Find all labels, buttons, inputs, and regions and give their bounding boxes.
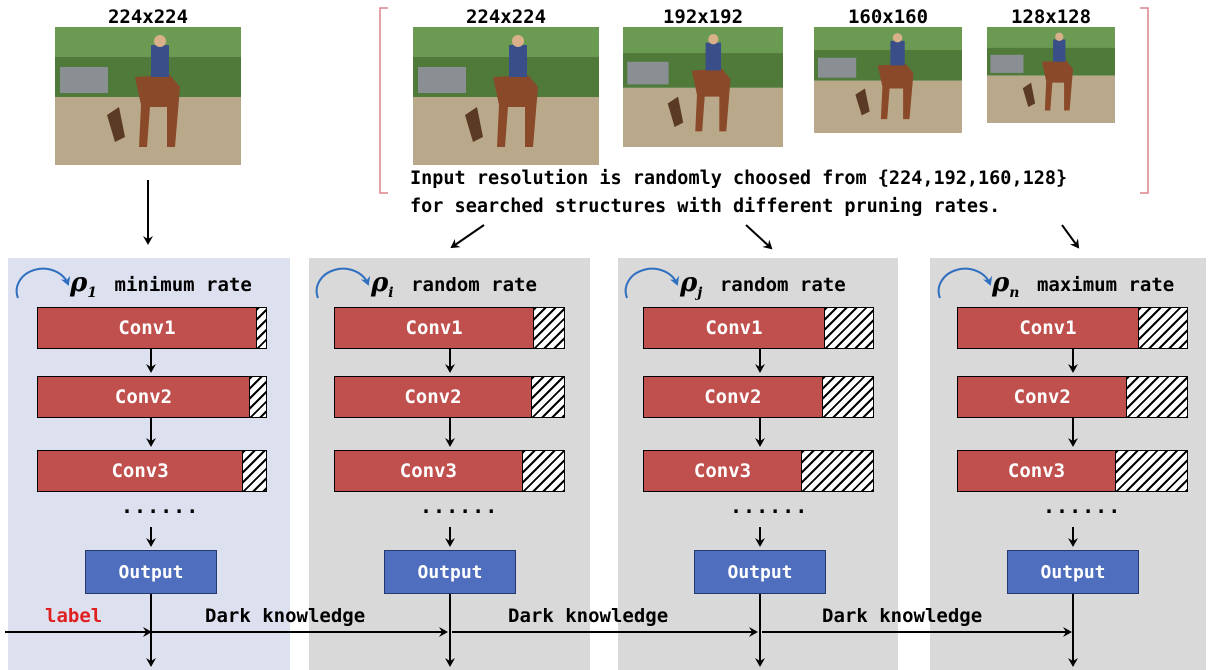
conv-layer-3: Conv3 [334,450,565,492]
pruned-channels [243,451,266,491]
conv-layer-label: Conv1 [644,308,825,348]
rho-symbol: ρ1 [70,268,98,302]
top-input-2-resolution: 192x192 [662,6,744,28]
top-input-1-resolution: 224x224 [465,6,547,28]
conv-layer-1: Conv1 [37,307,267,349]
conv-layer-2: Conv2 [37,376,267,418]
pruned-channels [824,308,873,348]
label-text: label [45,605,103,627]
conv-layer-3: Conv3 [957,450,1188,492]
bracket-left [379,7,388,194]
conv-layer-label: Conv2 [644,377,823,417]
caption-line-2: for searched structures with different p… [410,196,1001,217]
top-input-2-photo [623,27,783,147]
pruned-channels [534,308,564,348]
top-input-1-photo [413,27,599,165]
conv-layer-2: Conv2 [957,376,1188,418]
ellipsis: ...... [420,494,499,518]
rate-label: maximum rate [1036,274,1175,296]
panel-header: ρi random rate [371,268,537,301]
conv-layer-label: Conv3 [38,451,244,491]
conv-layer-label: Conv2 [335,377,532,417]
output-box: Output [85,550,217,594]
left-input-photo [55,27,241,165]
caption-line-1: Input resolution is randomly choosed fro… [410,168,1068,189]
conv-layer-label: Conv2 [958,377,1128,417]
output-box: Output [694,550,826,594]
top-input-3-resolution: 160x160 [847,6,929,28]
pruned-channels [1138,308,1187,348]
pruned-channels [531,377,564,417]
ellipsis: ...... [121,494,200,518]
dark-knowledge-3: Dark knowledge [822,605,983,627]
conv-layer-label: Conv1 [38,308,257,348]
caption-arrow-2 [745,224,773,250]
dark-knowledge-2: Dark knowledge [508,605,669,627]
top-input-3-photo [814,27,962,133]
conv-layer-2: Conv2 [334,376,565,418]
conv-layer-3: Conv3 [37,450,267,492]
caption-arrow-3 [1061,224,1080,249]
panel-header: ρn maximum rate [992,268,1174,301]
rate-label: random rate [411,274,537,296]
bracket-right [1140,7,1149,194]
ellipsis: ...... [730,494,809,518]
pruned-channels [1127,377,1187,417]
resolution-caption: Input resolution is randomly choosed fro… [410,165,1067,221]
rho-symbol: ρi [371,268,394,302]
pruned-channels [1116,451,1187,491]
dark-knowledge-1: Dark knowledge [205,605,366,627]
conv-layer-label: Conv1 [958,308,1139,348]
top-input-4-resolution: 128x128 [1010,6,1092,28]
output-box: Output [1007,550,1139,594]
conv-layer-label: Conv1 [335,308,535,348]
conv-layer-3: Conv3 [643,450,874,492]
pruned-channels [256,308,266,348]
top-input-4-photo [987,27,1115,123]
pruned-channels [522,451,564,491]
panel-header: ρ1 minimum rate [70,268,252,301]
pruned-channels [250,377,266,417]
conv-layer-label: Conv3 [958,451,1116,491]
panel-header: ρj random rate [680,268,846,301]
rate-label: minimum rate [114,274,252,296]
conv-layer-1: Conv1 [334,307,565,349]
rho-symbol: ρj [680,268,703,302]
conv-layer-label: Conv2 [38,377,251,417]
output-box: Output [384,550,516,594]
pruned-channels [822,377,873,417]
conv-layer-2: Conv2 [643,376,874,418]
pruned-channels [802,451,873,491]
conv-layer-label: Conv3 [335,451,523,491]
conv-layer-1: Conv1 [957,307,1188,349]
rho-symbol: ρn [992,268,1020,302]
conv-layer-label: Conv3 [644,451,802,491]
caption-arrow-1 [450,224,485,249]
ellipsis: ...... [1043,494,1122,518]
rate-label: random rate [719,274,846,296]
left-input-resolution: 224x224 [107,6,189,28]
conv-layer-1: Conv1 [643,307,874,349]
